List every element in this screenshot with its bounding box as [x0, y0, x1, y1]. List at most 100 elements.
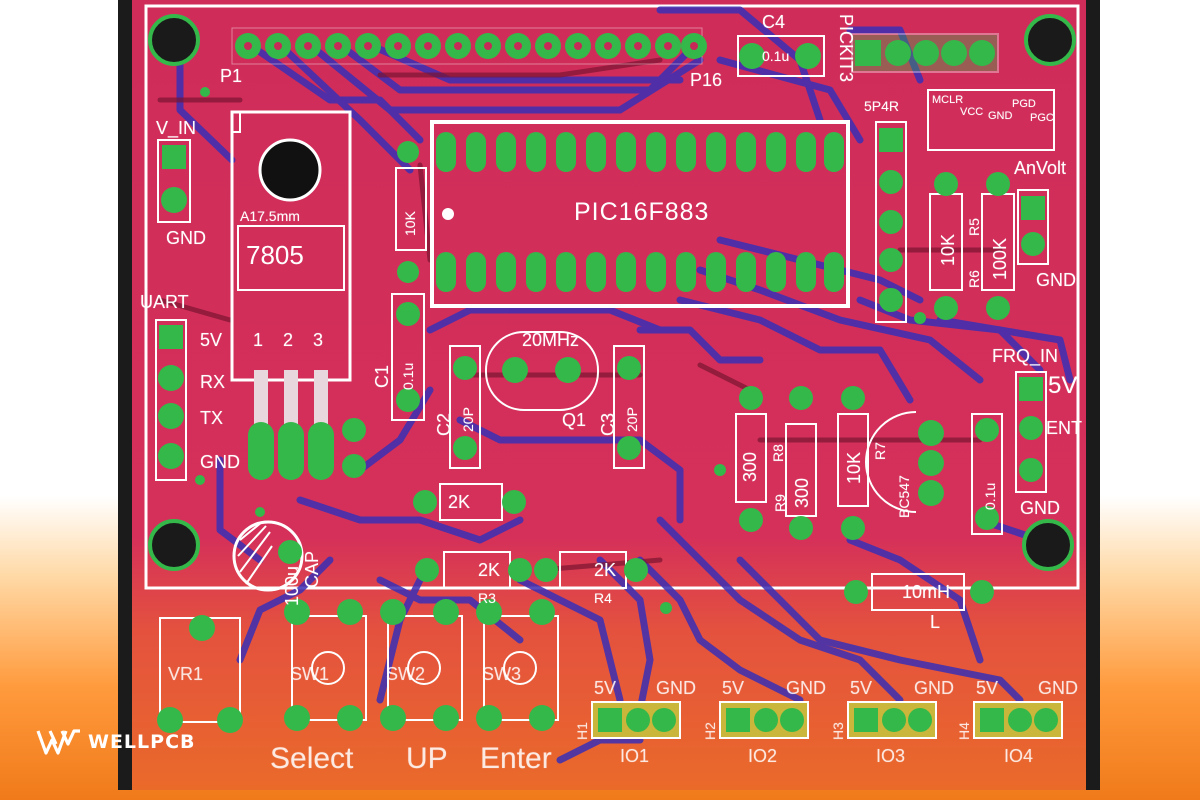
r9-value-label: 300: [792, 477, 812, 508]
io-header-4: [973, 701, 1063, 739]
c4-capacitor: [737, 35, 825, 77]
uart-tx-label: TX: [200, 408, 224, 428]
switch-sw1: [284, 599, 367, 731]
r4-2k: [534, 551, 648, 589]
left-frame: [118, 0, 132, 790]
io1-5v-label: 5V: [594, 678, 617, 698]
frq-in-header: [1015, 371, 1047, 493]
bc547-label: BC547: [896, 475, 912, 518]
regulator-7805: [230, 110, 366, 480]
pickit-pin-gnd: GND: [988, 110, 1013, 122]
uart-5v-label: 5V: [200, 330, 223, 350]
r4-value-label: 2K: [594, 560, 617, 580]
regulator-pin-3: 3: [313, 330, 324, 350]
pic16f883-chip: [430, 120, 850, 308]
pickit-pin-pgc: PGC: [1030, 112, 1054, 124]
io2-gnd-label: GND: [786, 678, 826, 698]
io2-label: IO2: [748, 746, 778, 766]
frq-ent-label: ENT: [1046, 418, 1082, 438]
r5-10k: [929, 172, 963, 320]
r4-ref-label: R4: [594, 590, 612, 606]
r9-300: [785, 386, 817, 540]
r8-ref-label: R8: [770, 444, 786, 462]
io2-ref-label: H2: [702, 722, 718, 740]
right-frame: [1086, 0, 1100, 790]
p1-label: P1: [220, 66, 243, 86]
c5-value-label: 0.1u: [982, 482, 998, 510]
wellpcb-watermark: WELLPCB: [36, 728, 196, 756]
anvolt-label: AnVolt: [1014, 158, 1067, 178]
r9-ref-label: R9: [772, 494, 788, 512]
regulator-pin-1: 1: [253, 330, 264, 350]
header-5p4r: [875, 121, 907, 323]
r7-ref-label: R7: [872, 442, 888, 460]
r7-10k: [837, 386, 869, 540]
io3-ref-label: H3: [830, 722, 846, 740]
vr1-potentiometer: [157, 615, 243, 733]
sw2-label: SW2: [386, 664, 426, 684]
enter-button-label: Enter: [480, 742, 552, 775]
vr1-label: VR1: [168, 664, 204, 684]
switch-sw3: [476, 599, 559, 731]
mounting-holes: [148, 14, 1076, 571]
r8-value-label: 300: [740, 451, 760, 482]
r-10k-top-label: 10K: [402, 211, 418, 236]
vin-header: [157, 139, 191, 223]
vin-label: V_IN: [156, 118, 197, 138]
io4-ref-label: H4: [956, 722, 972, 740]
switch-sw2: [380, 599, 463, 731]
r2-value-label: 2K: [448, 492, 471, 512]
inductor-10mh: [844, 573, 994, 611]
frq-5v-label: 5V: [1048, 372, 1078, 399]
electrolytic-capacitor: [232, 520, 304, 592]
header-5p4r-label: 5P4R: [864, 98, 900, 114]
io3-label: IO3: [876, 746, 906, 766]
c3-value-label: 20P: [624, 407, 640, 432]
vin-gnd-label: GND: [166, 228, 206, 248]
r6-value-label: 100K: [990, 237, 1010, 280]
io1-gnd-label: GND: [656, 678, 696, 698]
p16-label: P16: [690, 70, 723, 90]
pickit3-header: [851, 33, 999, 73]
r8-300: [735, 386, 767, 532]
pickit-pin-pgd: PGD: [1012, 98, 1036, 110]
r6-100k: [981, 172, 1015, 320]
q1-label: Q1: [562, 410, 587, 430]
c3-label: C3: [598, 412, 618, 436]
top-header-pins: [231, 27, 707, 65]
r5-value-label: 10K: [938, 233, 958, 266]
io3-5v-label: 5V: [850, 678, 873, 698]
r3-2k: [415, 551, 532, 589]
cap-label: CAP: [302, 550, 322, 588]
wellpcb-brand-text: WELLPCB: [88, 731, 196, 753]
io4-gnd-label: GND: [1038, 678, 1078, 698]
anvolt-header: [1017, 189, 1049, 265]
pickit3-label: PICKIT3: [836, 14, 856, 83]
copper-traces: [157, 57, 1003, 573]
regulator-pin-2: 2: [283, 330, 294, 350]
io4-5v-label: 5V: [976, 678, 999, 698]
c4-value-label: 0.1u: [762, 48, 790, 64]
frq-in-label: FRQ_IN: [992, 346, 1059, 366]
sw1-label: SW1: [290, 664, 330, 684]
r2-2k: [413, 483, 526, 521]
io1-ref-label: H1: [574, 722, 590, 740]
uart-label: UART: [140, 292, 189, 312]
r3-value-label: 2K: [478, 560, 501, 580]
r5-ref-label: R5: [966, 218, 982, 236]
io3-gnd-label: GND: [914, 678, 954, 698]
select-button-label: Select: [270, 742, 354, 775]
anvolt-gnd-label: GND: [1036, 270, 1076, 290]
bc547-transistor: [865, 411, 944, 513]
io-header-3: [847, 701, 937, 739]
io2-5v-label: 5V: [722, 678, 745, 698]
regulator-package-label: A17.5mm: [240, 208, 300, 224]
io-header-1: [591, 701, 681, 739]
io-header-2: [719, 701, 809, 739]
r6-ref-label: R6: [966, 270, 982, 288]
pickit-pin-legend-box: [927, 89, 1055, 151]
inductor-value-label: 10mH: [902, 582, 951, 602]
up-button-label: UP: [406, 742, 448, 775]
